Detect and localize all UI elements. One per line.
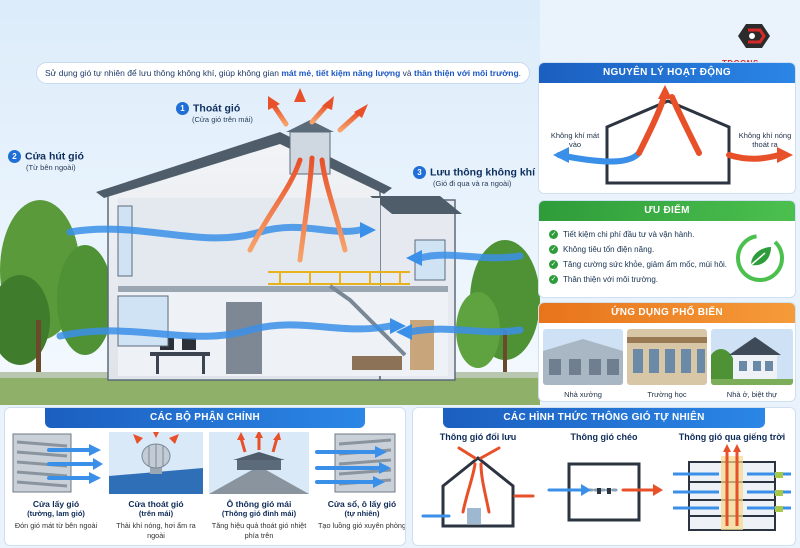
components-list: Cửa lấy gió (tường, lam gió) Đón gió mát… (9, 430, 406, 540)
forms-list: Thông gió đối lưu Thông gió chéo (419, 432, 793, 539)
hot-arrowheads (268, 88, 368, 118)
callout-subtitle: (Cửa gió trên mái) (192, 115, 253, 124)
check-icon: ✓ (549, 245, 558, 255)
trees-left (0, 200, 113, 380)
callout-number: 3 (413, 166, 426, 179)
form-title: Thông gió đối lưu (439, 432, 517, 442)
principle-right-label: Không khí nóng thoát ra (738, 131, 792, 149)
advantage-text: Tiết kiệm chi phí đầu tư và vận hành. (563, 230, 695, 239)
advantage-text: Tăng cường sức khỏe, giảm ẩm mốc, mùi hô… (563, 260, 728, 269)
cool-arrowheads (360, 222, 422, 340)
intro-sep: , (311, 68, 316, 78)
door (226, 302, 262, 374)
callout-title: Thoát gió (193, 102, 241, 115)
cross-ventilation-diagram (547, 462, 663, 522)
intro-end: . (518, 68, 522, 78)
advantages-list: ✓ Tiết kiệm chi phí đầu tư và vận hành. ✓… (549, 227, 727, 287)
villa-image (707, 329, 793, 389)
callout-intake: 2 Cửa hút gió (Từ bên ngoài) (8, 150, 84, 172)
ridge-vent-icon (209, 430, 309, 494)
form-title: Thông gió chéo (570, 432, 638, 442)
form-item: Thông gió đối lưu (419, 432, 537, 539)
callout-subtitle: (Từ bên ngoài) (26, 163, 76, 172)
school-image (627, 329, 707, 385)
window-louver-icon (315, 433, 396, 493)
advantage-item: ✓ Tăng cường sức khỏe, giảm ẩm mốc, mùi h… (549, 257, 727, 272)
application-item: Trường học (627, 329, 707, 399)
intro-banner: Sử dụng gió tự nhiên để lưu thông không … (36, 62, 530, 84)
component-item: Ô thông gió mái (Thông gió đỉnh mái) Tăn… (209, 430, 309, 540)
check-icon: ✓ (549, 230, 558, 240)
component-sub: (tự nhiên) (344, 509, 380, 518)
component-desc: Đón gió mát từ bên ngoài (14, 521, 98, 530)
components-title: CÁC BỘ PHẬN CHÍNH (45, 408, 365, 428)
component-item: Cửa sổ, ô lấy gió (tự nhiên) Tạo luồng g… (315, 432, 406, 540)
principle-diagram (553, 85, 793, 185)
callout-title: Lưu thông không khí (430, 166, 535, 179)
application-item: Nhà xưởng (543, 329, 623, 399)
callout-exhaust: 1 Thoát gió (Cửa gió trên mái) (176, 102, 253, 124)
component-sub: (Thông gió đỉnh mái) (221, 509, 297, 518)
advantage-item: ✓ Tiết kiệm chi phí đầu tư và vận hành. (549, 227, 727, 242)
component-sub: (trên mái) (138, 509, 174, 518)
atrium-ventilation-diagram (673, 444, 791, 531)
forms-panel: CÁC HÌNH THỨC THÔNG GIÓ TỰ NHIÊN Thông g… (412, 407, 796, 546)
callout-number: 2 (8, 150, 21, 163)
advantage-text: Thân thiện với môi trường. (563, 275, 658, 284)
intro-text: Sử dụng gió tự nhiên để lưu thông không … (44, 68, 282, 78)
intro-and: và (400, 68, 414, 78)
callout-subtitle: (Gió đi qua và ra ngoài) (433, 179, 512, 188)
advantages-panel: ƯU ĐIỂM ✓ Tiết kiệm chi phí đầu tư và vận… (538, 200, 796, 298)
application-item: Nhà ở, biệt thự (707, 329, 793, 399)
application-caption: Nhà xưởng (564, 390, 602, 399)
components-panel: CÁC BỘ PHẬN CHÍNH Cửa lấy gió (tường, la… (4, 407, 406, 546)
convection-diagram (421, 446, 535, 528)
callout-circulation: 3 Lưu thông không khí (Gió đi qua và ra n… (413, 166, 535, 188)
advantage-item: ✓ Không tiêu tốn điện năng. (549, 242, 727, 257)
applications-title: ỨNG DỤNG PHỔ BIẾN (539, 303, 795, 323)
component-desc: Thải khí nóng, hơi ẩm ra ngoài (116, 521, 196, 540)
applications-list: Nhà xưởng Trường học Nhà ở, biệt thự (543, 329, 793, 399)
forms-title: CÁC HÌNH THỨC THÔNG GIÓ TỰ NHIÊN (443, 408, 765, 428)
check-icon: ✓ (549, 260, 558, 270)
advantage-text: Không tiêu tốn điện năng. (563, 245, 655, 254)
intro-highlight-energy: tiết kiệm năng lượng (315, 68, 401, 78)
principle-left-label: Không khí mát vào (550, 131, 600, 149)
form-item: Thông gió qua giếng trời (671, 432, 793, 539)
building-windows (117, 205, 446, 347)
cool-airflow-arrows (56, 223, 524, 340)
component-name: Cửa lấy gió (32, 499, 80, 509)
eco-leaf-icon (736, 234, 784, 282)
principle-panel: NGUYÊN LÝ HOẠT ĐỘNG Không khí mát vào Kh… (538, 62, 796, 194)
advantages-title: ƯU ĐIỂM (539, 201, 795, 221)
form-title: Thông gió qua giếng trời (678, 432, 786, 442)
mezzanine-rail (268, 271, 410, 285)
intro-highlight-eco: thân thiện với môi trường (414, 68, 519, 78)
intro-highlight-cool: mát mẻ (281, 68, 312, 78)
applications-panel: ỨNG DỤNG PHỔ BIẾN Nhà xưởng Trường học (538, 302, 796, 402)
component-name: Cửa thoát gió (128, 499, 184, 509)
factory-image (543, 329, 623, 385)
component-item: Cửa thoát gió (trên mái) Thải khí nóng, … (109, 430, 203, 540)
application-caption: Trường học (647, 390, 687, 399)
building-scene (0, 0, 540, 405)
component-desc: Tăng hiệu quả thoát gió nhiệt phía trên (211, 521, 307, 540)
component-desc: Tạo luồng gió xuyên phòng (317, 521, 406, 530)
brand-logo (738, 24, 770, 48)
component-sub: (tường, lam gió) (27, 509, 85, 518)
principle-title: NGUYÊN LÝ HOẠT ĐỘNG (539, 63, 795, 83)
check-icon: ✓ (549, 275, 558, 285)
callout-number: 1 (176, 102, 189, 115)
component-item: Cửa lấy gió (tường, lam gió) Đón gió mát… (9, 432, 103, 540)
roof-turbine-icon (109, 430, 203, 494)
advantage-item: ✓ Thân thiện với môi trường. (549, 272, 727, 287)
application-caption: Nhà ở, biệt thự (726, 390, 778, 399)
form-item: Thông gió chéo (545, 432, 663, 539)
callout-title: Cửa hút gió (25, 150, 84, 163)
wall-louver-icon (12, 433, 103, 493)
component-name: Cửa sổ, ô lấy gió (327, 499, 397, 509)
component-name: Ô thông gió mái (226, 499, 292, 509)
